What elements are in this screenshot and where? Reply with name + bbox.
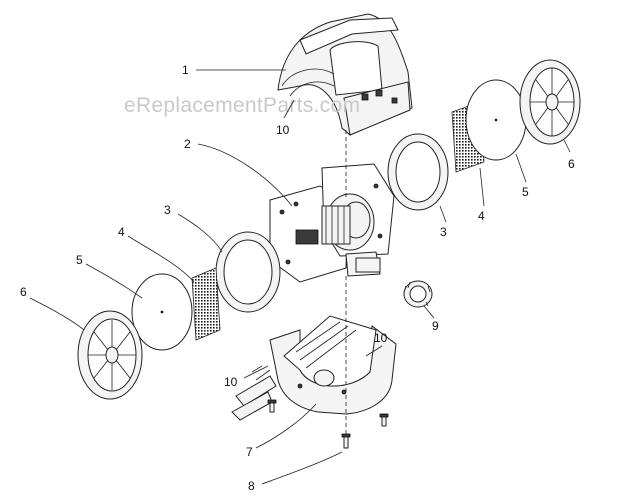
- end-cap-right-icon: [519, 59, 581, 145]
- callout-5-right: 5: [522, 185, 529, 199]
- callout-7: 7: [246, 445, 253, 459]
- callout-2: 2: [184, 137, 191, 151]
- watermark-text: eReplacementParts.com: [124, 94, 360, 117]
- callout-1: 1: [182, 63, 189, 77]
- hose-nut-icon: [403, 280, 433, 308]
- bottom-housing-icon: [231, 315, 397, 421]
- callout-6-left: 6: [20, 285, 27, 299]
- callout-5-left: 5: [76, 253, 83, 267]
- callout-3-left: 3: [164, 203, 171, 217]
- top-housing-icon: [277, 13, 413, 136]
- callout-3-right: 3: [440, 225, 447, 239]
- callout-labels: 1 10 2 3 4 5 6 6 5 4 3 9 10 10 7 8: [20, 63, 575, 493]
- gasket-ring-right-icon: [387, 133, 449, 211]
- callout-8: 8: [248, 479, 255, 493]
- callout-9: 9: [432, 319, 439, 333]
- callout-6-right: 6: [568, 157, 575, 171]
- gasket-ring-left-icon: [215, 231, 281, 313]
- screw-left-icon: [267, 399, 277, 413]
- leader-lines: [29, 69, 571, 485]
- callout-10-right: 10: [374, 331, 388, 345]
- motor-assembly-icon: [269, 163, 395, 283]
- callout-4-right: 4: [478, 209, 485, 223]
- callout-10-left: 10: [224, 375, 238, 389]
- callout-10-top: 10: [276, 123, 290, 137]
- filter-disc-left-icon: [131, 273, 193, 351]
- mesh-filter-left-icon: [191, 267, 221, 341]
- filter-disc-right-icon: [465, 79, 527, 161]
- end-cap-left-icon: [77, 310, 143, 400]
- callout-4-left: 4: [118, 225, 125, 239]
- screw-right-icon: [379, 413, 389, 427]
- screw-center-icon: [341, 433, 351, 449]
